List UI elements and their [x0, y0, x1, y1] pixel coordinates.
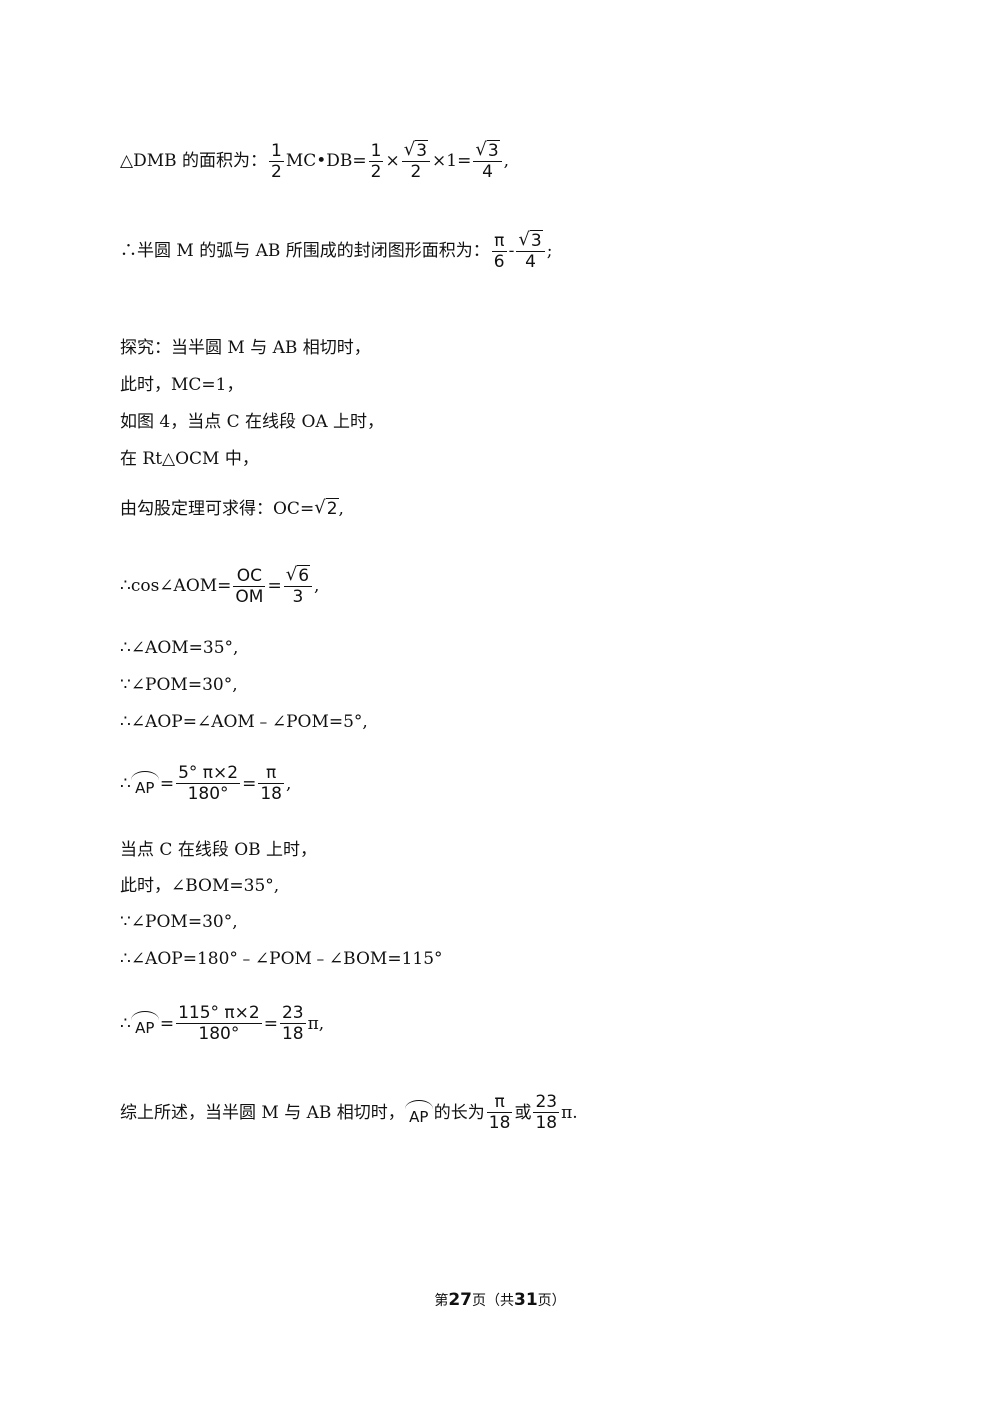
- line-bom: 此时，∠BOM=35°,: [120, 876, 280, 896]
- page-total: 31: [514, 1290, 538, 1310]
- arc-notation: AP: [404, 1100, 433, 1125]
- arc-notation: AP: [130, 1011, 159, 1036]
- line-aop-2: ∴∠AOP=180°﹣∠POM﹣∠BOM=115°: [120, 949, 443, 969]
- line-rt-ocm: 在 Rt△OCM 中，: [120, 449, 259, 469]
- text: MC•DB=: [285, 151, 367, 171]
- line-point-c-ob: 当点 C 在线段 OB 上时，: [120, 840, 318, 860]
- sqrt-expression: √2: [314, 497, 339, 519]
- line-pom: ∵∠POM=30°,: [120, 675, 238, 695]
- line-pythagoras: 由勾股定理可求得：OC= √2 ,: [120, 497, 344, 520]
- arc-notation: AP: [130, 771, 159, 796]
- line-aop: ∴∠AOP=∠AOM﹣∠POM=5°,: [120, 712, 368, 732]
- line-explore: 探究：当半圆 M 与 AB 相切时，: [120, 338, 371, 358]
- line-mc: 此时，MC=1，: [120, 375, 244, 395]
- page-footer: 第27页（共31页）: [434, 1290, 566, 1310]
- text: ×: [385, 151, 400, 171]
- text: ;: [546, 241, 553, 261]
- text: △DMB 的面积为：: [120, 151, 268, 171]
- page-number: 27: [448, 1290, 472, 1310]
- line-pom-2: ∵∠POM=30°,: [120, 912, 238, 932]
- text: ,: [503, 151, 510, 171]
- line-aom: ∴∠AOM=35°,: [120, 638, 239, 658]
- line-figure4: 如图 4，当点 C 在线段 OA 上时，: [120, 412, 385, 432]
- text: -: [508, 241, 515, 261]
- text: ×1=: [432, 151, 472, 171]
- text: ∴半圆 M 的弧与 AB 所围成的封闭图形面积为：: [120, 241, 490, 261]
